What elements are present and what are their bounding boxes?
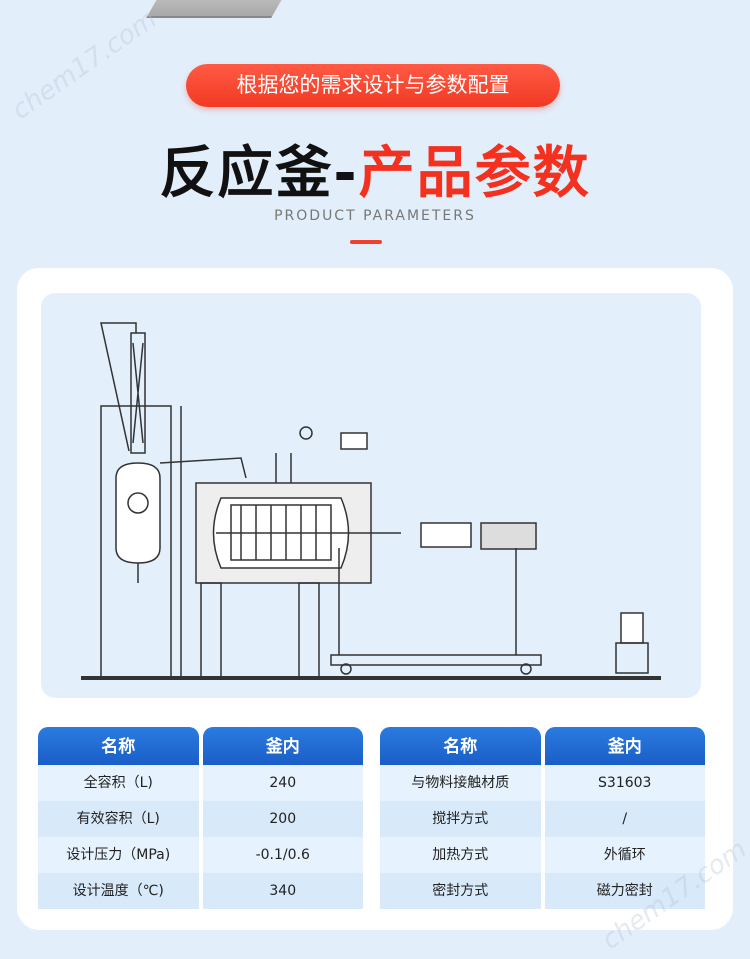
page-title: 反应釜-产品参数 bbox=[0, 128, 750, 209]
parameters-card: 名称釜内 全容积（L)240 有效容积（L)200 设计压力（MPa)-0.1/… bbox=[17, 268, 733, 930]
table-row: 设计压力（MPa)-0.1/0.6 bbox=[38, 837, 363, 873]
table-row: 密封方式磁力密封 bbox=[380, 873, 705, 909]
param-value: 磁力密封 bbox=[544, 873, 705, 909]
table-row: 有效容积（L)200 bbox=[38, 801, 363, 837]
param-value: 240 bbox=[202, 765, 363, 801]
param-value: 外循环 bbox=[544, 837, 705, 873]
param-value: / bbox=[544, 801, 705, 837]
config-pill-badge: 根据您的需求设计与参数配置 bbox=[186, 64, 560, 107]
param-name: 与物料接触材质 bbox=[380, 765, 541, 801]
param-name: 设计温度（℃) bbox=[38, 873, 199, 909]
watermark: chem17.com bbox=[6, 4, 163, 126]
page-subtitle: PRODUCT PARAMETERS bbox=[274, 208, 476, 224]
param-name: 全容积（L) bbox=[38, 765, 199, 801]
col-header-value: 釜内 bbox=[202, 727, 363, 765]
title-black: 反应釜- bbox=[159, 141, 359, 206]
title-red: 产品参数 bbox=[358, 141, 591, 206]
param-value: 340 bbox=[202, 873, 363, 909]
param-name: 密封方式 bbox=[380, 873, 541, 909]
top-product-image-edge bbox=[146, 0, 299, 18]
param-name: 有效容积（L) bbox=[38, 801, 199, 837]
param-value: 200 bbox=[202, 801, 363, 837]
table-row: 搅拌方式/ bbox=[380, 801, 705, 837]
params-table-left: 名称釜内 全容积（L)240 有效容积（L)200 设计压力（MPa)-0.1/… bbox=[38, 727, 363, 909]
table-row: 全容积（L)240 bbox=[38, 765, 363, 801]
param-value: S31603 bbox=[544, 765, 705, 801]
param-name: 搅拌方式 bbox=[380, 801, 541, 837]
col-header-value: 釜内 bbox=[544, 727, 705, 765]
title-underline bbox=[350, 240, 382, 244]
param-value: -0.1/0.6 bbox=[202, 837, 363, 873]
table-row: 设计温度（℃)340 bbox=[38, 873, 363, 909]
param-name: 加热方式 bbox=[380, 837, 541, 873]
param-name: 设计压力（MPa) bbox=[38, 837, 199, 873]
col-header-name: 名称 bbox=[38, 727, 199, 765]
reactor-diagram bbox=[41, 293, 701, 698]
col-header-name: 名称 bbox=[380, 727, 541, 765]
table-row: 加热方式外循环 bbox=[380, 837, 705, 873]
